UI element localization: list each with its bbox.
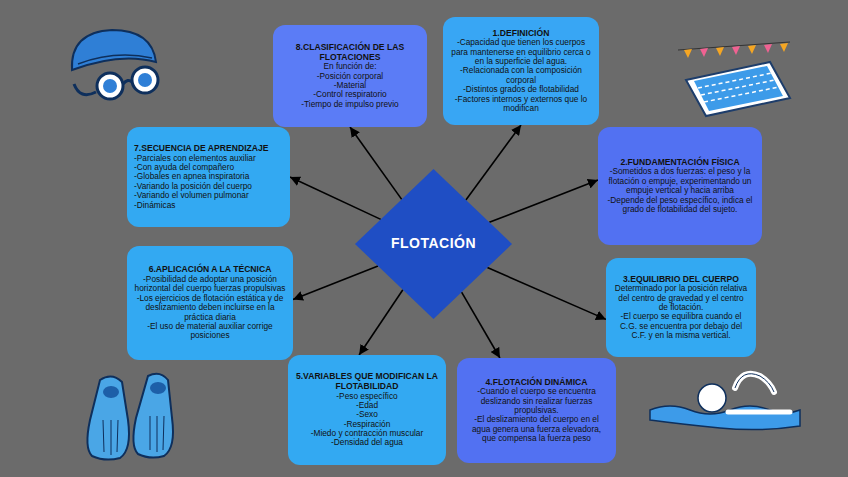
swimmer-illustration [650, 374, 800, 430]
box-text: -Material [280, 81, 420, 90]
box-text: -Con ayuda del compañero [134, 163, 283, 172]
bunting-flag [780, 43, 788, 52]
fin [133, 374, 173, 458]
fin-foot-pocket [103, 386, 119, 398]
central-title: FLOTACIÓN [391, 236, 476, 252]
box-heading: 4.FLOTACIÓN DINÁMICA [464, 378, 609, 388]
topic-box: 1.DEFINICIÓN-Capacidad que tienen los cu… [443, 17, 599, 125]
box-heading: 1.DEFINICIÓN [450, 29, 592, 39]
goggle-strap [74, 84, 96, 95]
diamond-shape [355, 169, 512, 319]
box-text: -Dinámicas [134, 201, 283, 210]
box-text: -Peso específico [295, 392, 439, 401]
box-text: -Sometidos a dos fuerzas: el peso y la f… [605, 167, 755, 195]
goggle-lens [132, 67, 158, 93]
swimmer-arm [735, 374, 774, 392]
swim-cap [72, 30, 156, 70]
box-text: -Relacionada con la composición corporal [450, 66, 592, 85]
cap-seam [78, 55, 152, 64]
connector-arrow [487, 268, 606, 320]
topic-box: 5.VARIABLES QUE MODIFICAN LA FLOTABILIDA… [288, 355, 446, 465]
box-text: -Control respiratorio [280, 90, 420, 99]
box-text: -Respiración [295, 420, 439, 429]
topic-box: 3.EQUILIBRIO DEL CUERPODeterminado por l… [606, 258, 756, 357]
fin [87, 376, 129, 459]
swim-cap-goggles [72, 30, 158, 99]
box-text: Determinado por la posición relativa del… [613, 284, 749, 312]
topic-box: 6.APLICACIÓN A LA TÉCNICA-Posibilidad de… [127, 246, 293, 360]
bunting-flag [764, 44, 772, 53]
bunting-flag [732, 46, 740, 55]
goggle-tint [138, 73, 152, 87]
box-heading: 5.VARIABLES QUE MODIFICAN LA FLOTABILIDA… [295, 372, 439, 391]
box-text: -Variando el volumen pulmonar [134, 191, 283, 200]
box-heading: 7.SECUENCIA DE APRENDIZAJE [134, 144, 283, 154]
bunting-flag [716, 47, 724, 56]
box-text: -Posición corporal [280, 72, 420, 81]
box-text: -Factores internos y externos que lo mod… [450, 95, 592, 114]
connector-arrow [466, 125, 521, 200]
box-text: -Edad [295, 401, 439, 410]
bunting-flag [700, 48, 708, 57]
water-wave [650, 406, 800, 430]
pool-illustration [678, 42, 790, 116]
topic-box: 2.FUNDAMENTACIÓN FÍSICA-Sometidos a dos … [598, 127, 762, 245]
box-text: -El cuerpo se equilibra cuando el C.G. s… [613, 312, 749, 340]
bunting-flag [684, 49, 692, 58]
pool-deck [686, 62, 790, 116]
lane-ropes [698, 73, 779, 102]
bunting-flag [748, 45, 756, 54]
goggle-lens [97, 73, 123, 99]
box-text: -Miedo y contracción muscular [295, 429, 439, 438]
topic-box: 4.FLOTACIÓN DINÁMICA-Cuando el cuerpo se… [457, 358, 616, 463]
fin-foot-pocket [150, 382, 166, 394]
goggle-tint [103, 79, 117, 93]
box-text: -Capacidad que tienen los cuerpos para m… [450, 38, 592, 66]
box-text: -El deslizamiento del cuerpo en el agua … [464, 415, 609, 443]
topic-box: 7.SECUENCIA DE APRENDIZAJE-Parciales con… [127, 127, 290, 227]
box-heading: 8.CLASIFICACIÓN DE LAS FLOTACIONES [280, 43, 420, 62]
box-text: -Parciales con elementos auxiliar [134, 154, 283, 163]
connector-arrow [462, 292, 500, 358]
box-text: En función de: [280, 62, 420, 71]
box-text: -Distintos grados de flotabilidad [450, 85, 592, 94]
swimmer-head [698, 384, 726, 412]
connector-arrow [293, 266, 378, 300]
box-text: -Los ejercicios de flotación estática y … [134, 294, 286, 322]
box-text: -Posibilidad de adoptar una posición hor… [134, 275, 286, 294]
box-text: -Cuando el cuerpo se encuentra deslizand… [464, 387, 609, 415]
box-text: -Densidad del agua [295, 438, 439, 447]
connector-arrow [290, 177, 381, 219]
pool-water [694, 66, 783, 111]
box-heading: 6.APLICACIÓN A LA TÉCNICA [134, 265, 286, 275]
connector-arrow [359, 290, 403, 355]
box-text: -El uso de material auxiliar corrige pos… [134, 322, 286, 341]
connector-arrow [489, 180, 598, 222]
box-heading: 2.FUNDAMENTACIÓN FÍSICA [605, 158, 755, 168]
box-text: -Tiempo de impulso previo [280, 100, 420, 109]
topic-box: 8.CLASIFICACIÓN DE LAS FLOTACIONESEn fun… [273, 25, 427, 127]
connector-arrow [350, 127, 402, 199]
box-text: -Variando la posición del cuerpo [134, 182, 283, 191]
swimmer-body [728, 410, 790, 415]
fin-ribs [103, 416, 164, 455]
box-text: -Sexo [295, 410, 439, 419]
box-heading: 3.EQUILIBRIO DEL CUERPO [613, 275, 749, 285]
box-text: -Depende del peso específico, indica el … [605, 196, 755, 215]
box-text: -Globales en apnea inspiratoria [134, 172, 283, 181]
arm-outline [735, 374, 774, 392]
swim-fins [87, 374, 173, 460]
central-diamond: FLOTACIÓN [355, 169, 512, 319]
goggle-bridge [123, 80, 132, 84]
